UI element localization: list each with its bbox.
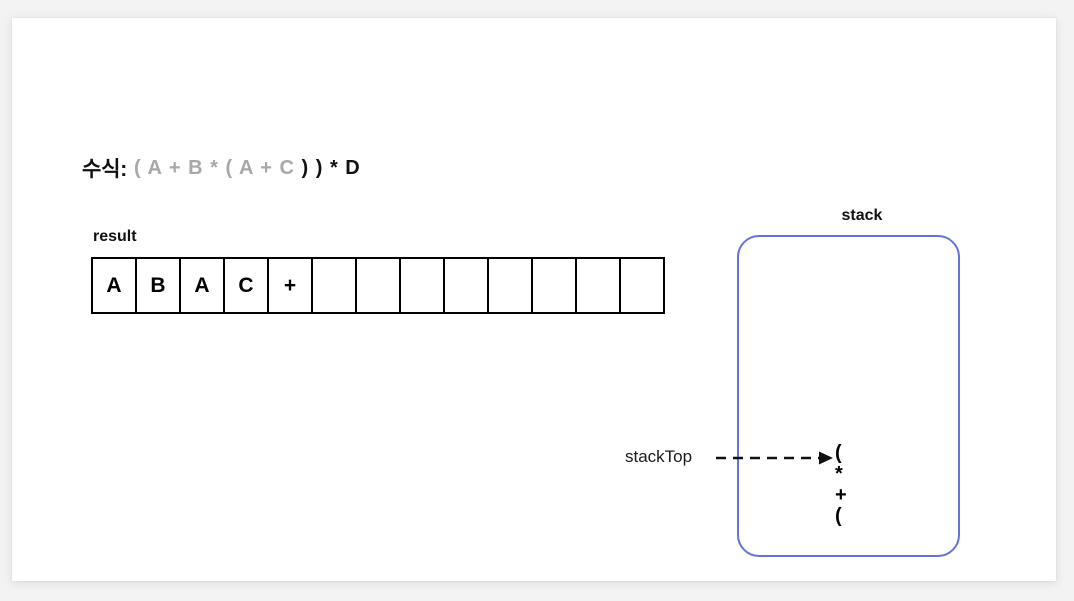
result-cell <box>619 257 665 314</box>
result-cell <box>443 257 489 314</box>
stack-container <box>737 235 960 557</box>
stack-items: (*+( <box>835 443 875 527</box>
stacktop-label: stackTop <box>625 447 693 466</box>
formula-expression: ( A + B * ( A + C ) ) * D <box>134 157 361 180</box>
result-cell: + <box>267 257 313 314</box>
result-cell: A <box>179 257 225 314</box>
formula-token: ( <box>225 156 234 179</box>
result-cell: A <box>91 257 137 314</box>
formula-token: + <box>260 156 273 179</box>
formula-token: * <box>210 156 219 179</box>
stack-item: + <box>835 484 847 506</box>
stacktop-arrow-icon <box>716 451 833 465</box>
result-cell <box>355 257 401 314</box>
formula-token: * <box>329 156 339 179</box>
result-cell <box>399 257 445 314</box>
result-cell: C <box>223 257 269 314</box>
formula-token: ) <box>315 156 324 179</box>
formula-token: A <box>147 156 163 179</box>
result-cell <box>487 257 533 314</box>
result-label: result <box>93 228 137 245</box>
result-cell <box>531 257 577 314</box>
result-cell: B <box>135 257 181 314</box>
formula-token: D <box>345 156 361 179</box>
stack-item: ( <box>835 442 842 464</box>
formula-line: 수식: ( A + B * ( A + C ) ) * D <box>82 150 361 186</box>
formula-label: 수식: <box>82 158 128 181</box>
formula-token: A <box>238 156 254 179</box>
formula-token: ) <box>301 156 310 179</box>
stack-item: * <box>835 463 843 485</box>
formula-token: C <box>279 156 295 179</box>
stack-label: stack <box>841 207 883 224</box>
result-cell <box>575 257 621 314</box>
formula-token: + <box>168 156 182 179</box>
stack-item: ( <box>835 505 842 527</box>
result-cell <box>311 257 357 314</box>
formula-token: ( <box>134 156 142 179</box>
formula-token: B <box>188 156 204 179</box>
